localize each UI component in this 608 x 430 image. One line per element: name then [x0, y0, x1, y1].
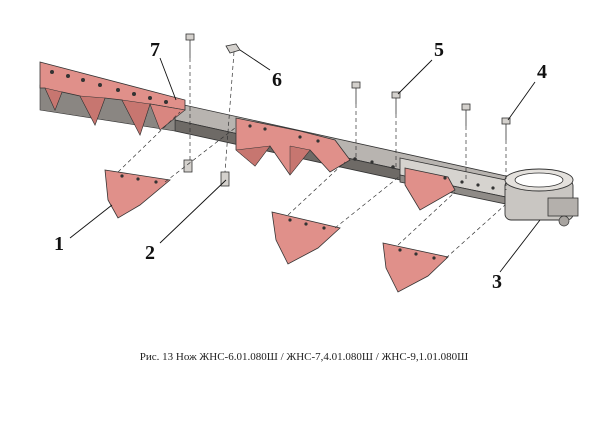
bolts: [183, 33, 511, 187]
callout-5: 5: [434, 39, 444, 61]
nut-bottom-1: [183, 159, 193, 173]
callout-4: 4: [537, 61, 547, 83]
assembly-lines: [117, 51, 507, 259]
callout-6: 6: [272, 69, 282, 91]
knife-head-clamp: [504, 168, 579, 227]
bolt-top-left: [185, 33, 195, 58]
callout-1: 1: [54, 233, 64, 255]
nut-top: [225, 43, 241, 54]
mounted-blades: [39, 61, 456, 211]
bolt-4b: [501, 117, 511, 140]
callout-3: 3: [492, 271, 502, 293]
loose-blade-3: [382, 242, 449, 293]
loose-blade-1: [104, 169, 171, 219]
bolt-4a: [461, 103, 471, 126]
loose-blade-2: [271, 211, 341, 265]
rivet-holes: [50, 70, 495, 190]
figure-caption: Рис. 13 Нож ЖНС-6.01.080Ш / ЖНС-7,4.01.0…: [139, 351, 469, 363]
callout-2: 2: [145, 242, 155, 264]
leader-lines: [69, 49, 541, 273]
callout-7: 7: [150, 39, 160, 61]
bolt-5b: [391, 91, 401, 114]
bolt-5a: [351, 81, 361, 104]
